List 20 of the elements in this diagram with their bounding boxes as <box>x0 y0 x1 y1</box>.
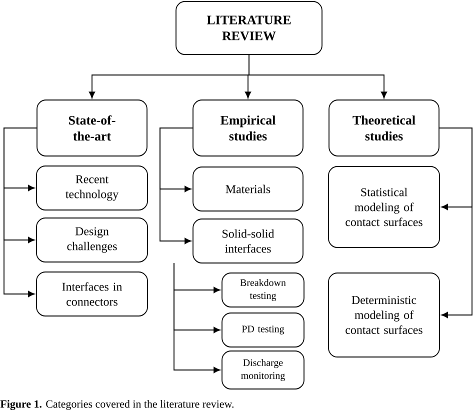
caption: Figure 1. Categories covered in the literature review. <box>0 400 234 410</box>
topic-box: PD testing <box>222 312 304 348</box>
topic-box: Statistical modeling of contact surfaces <box>328 166 440 248</box>
topic-box: Recent technology <box>36 166 148 210</box>
topic-box: Breakdown testing <box>222 272 304 308</box>
arrow <box>439 128 472 318</box>
category-box: Theoretical studies <box>328 100 440 156</box>
category-box: State-of-the-art <box>36 100 148 156</box>
arrow <box>160 128 193 244</box>
topic-box: Interfaces in connectors <box>36 272 148 316</box>
topic-box: Discharge monitoring <box>222 350 304 390</box>
arrow <box>174 262 220 374</box>
arrow <box>248 54 388 98</box>
category-box: Empirical studies <box>192 100 304 156</box>
arrow <box>4 128 37 298</box>
topic-box: Deterministic modeling of contact surfaces <box>328 272 440 358</box>
category-box: LITERATURE REVIEW <box>176 1 322 55</box>
topic-box: Solid-solid interfaces <box>192 218 304 264</box>
topic-box: Design challenges <box>36 218 148 262</box>
topic-box: Materials <box>192 166 304 212</box>
